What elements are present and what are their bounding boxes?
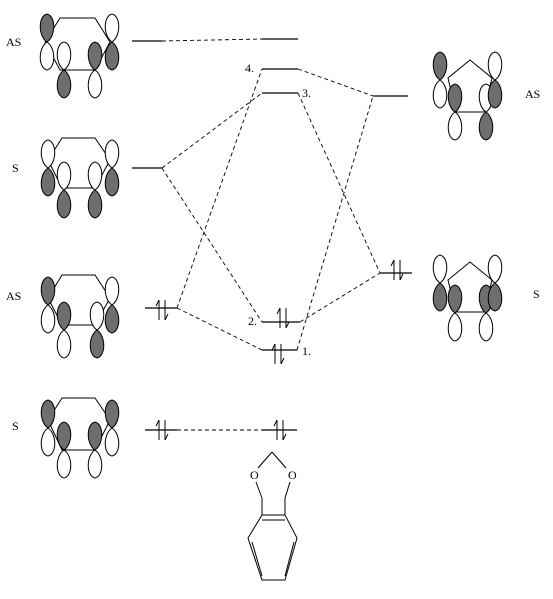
electron-pair-left-as-low bbox=[155, 299, 169, 321]
electron-pair-level-1 bbox=[271, 343, 285, 365]
benzodioxole-fragment: O O bbox=[247, 451, 298, 581]
electron-pair-level-2 bbox=[276, 307, 290, 329]
hexatriene-orbital-s-low bbox=[40, 397, 120, 479]
hexatriene-orbital-as-low bbox=[40, 274, 120, 359]
symmetry-label-right-2: S bbox=[533, 287, 540, 301]
oxygen-right-label: O bbox=[288, 468, 297, 482]
level-label-2: 2. bbox=[248, 314, 257, 328]
cyclopentadiene-orbital-s bbox=[432, 254, 503, 342]
level-label-4: 4. bbox=[245, 61, 254, 75]
level-label-1: 1. bbox=[302, 344, 311, 358]
symmetry-label-left-3: AS bbox=[6, 289, 21, 303]
hexatriene-orbital-as-high bbox=[39, 13, 120, 99]
symmetry-label-left-4: S bbox=[12, 419, 19, 433]
correlation-lines bbox=[161, 38, 381, 431]
hexatriene-orbital-s-mid bbox=[40, 137, 120, 219]
symmetry-label-left-1: AS bbox=[6, 35, 21, 49]
level-label-3: 3. bbox=[302, 86, 311, 100]
oxygen-left-label: O bbox=[250, 468, 259, 482]
symmetry-label-right-1: AS bbox=[525, 87, 540, 101]
symmetry-label-left-2: S bbox=[12, 161, 19, 175]
cyclopentadiene-orbital-as bbox=[432, 51, 503, 141]
electron-pair-right-s bbox=[390, 259, 404, 281]
